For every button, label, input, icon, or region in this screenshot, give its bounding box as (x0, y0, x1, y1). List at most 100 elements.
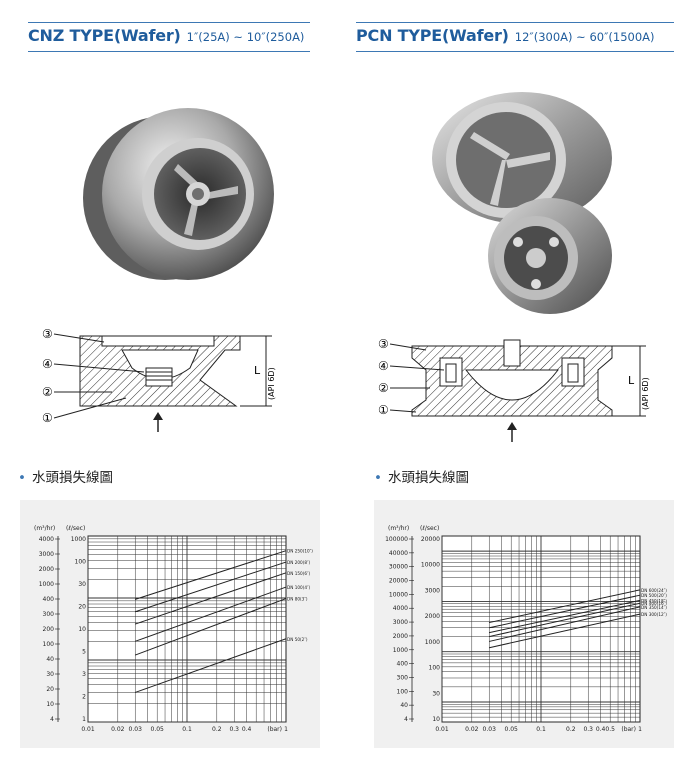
pcn-y-tick-left: 40 (400, 702, 408, 709)
cnz-cross-section-diagram: L (API 6D) ③ ④ ② ① (42, 327, 276, 432)
cnz-section-text: 水頭損失線圖 (31, 470, 113, 486)
pcn-series-line (489, 606, 641, 642)
cnz-x-tick: 0.2 (212, 726, 222, 733)
cnz-series-line (135, 561, 287, 613)
pcn-series-label: DN 400(16″) (641, 601, 667, 606)
cnz-y-tick-right: 30 (78, 581, 86, 588)
pcn-y-tick-right: 100 (429, 665, 441, 672)
pcn-y-tick-left: 20000 (389, 578, 408, 585)
pcn-series-line (489, 599, 641, 634)
pcn-x-tick: 0.2 (566, 726, 576, 733)
pcn-series-label: DN 300(12″) (641, 612, 667, 617)
cnz-series-label: DN 200(8″) (287, 560, 311, 565)
pcn-part-4: ④ (378, 359, 389, 373)
pcn-y-tick-left: 4000 (393, 605, 408, 612)
cnz-series-line (135, 572, 287, 625)
cnz-y-tick-left: 40 (46, 656, 54, 663)
pcn-y-tick-left: 1000 (393, 647, 408, 654)
pcn-x-tick: 1 (638, 726, 642, 733)
cnz-x-tick: 0.03 (129, 726, 143, 733)
cnz-series-label: DN 80(3″) (287, 597, 308, 602)
cnz-part-3: ③ (42, 327, 53, 341)
pcn-series-label: DN 500(20″) (641, 593, 667, 598)
cnz-x-tick: 0.3 (229, 726, 239, 733)
cnz-y-tick-right: 20 (78, 604, 86, 611)
pcn-part-1: ① (378, 403, 389, 417)
pcn-y-tick-left: 300 (397, 674, 409, 681)
cnz-size-range: 1″(25A) ~ 10″(250A) (186, 30, 305, 44)
cnz-column: CNZ TYPE(Wafer) 1″(25A) ~ 10″(250A) (0, 0, 340, 764)
cnz-series-line (135, 586, 287, 642)
cnz-y-tick-right: 100 (75, 559, 87, 566)
pcn-series-line (489, 589, 641, 624)
pcn-series-line (489, 594, 641, 629)
cnz-y-tick-left: 400 (43, 596, 55, 603)
pcn-y-tick-right: 20000 (421, 536, 440, 543)
pcn-y-tick-left: 4 (404, 716, 408, 723)
pcn-product-photo (432, 92, 612, 314)
cnz-series-label: DN 100(4″) (287, 585, 311, 590)
pcn-section-text: 水頭損失線圖 (387, 470, 469, 486)
cnz-dim-note: (API 6D) (267, 367, 276, 400)
cnz-y-tick-left: 20 (46, 686, 54, 693)
cnz-y-tick-left: 4000 (39, 536, 54, 543)
pcn-cross-section-diagram: L (API 6D) ③ ④ ② ① (378, 337, 650, 442)
pcn-x-tick: 0.02 (465, 726, 479, 733)
cnz-section-heading: •水頭損失線圖 (18, 466, 113, 486)
cnz-x-tick: 0.05 (151, 726, 165, 733)
pcn-x-tick: 0.03 (483, 726, 497, 733)
pcn-x-tick: 0.4 (596, 726, 606, 733)
pcn-section-heading: •水頭損失線圖 (374, 466, 469, 486)
pcn-y-tick-right: 10000 (421, 562, 440, 569)
pcn-dim-note: (API 6D) (641, 377, 650, 410)
cnz-series-line (135, 550, 287, 600)
cnz-x-tick: 1 (284, 726, 288, 733)
cnz-y-tick-left: 10 (46, 701, 54, 708)
cnz-part-1: ① (42, 411, 53, 425)
pcn-x-tick: 0.05 (505, 726, 519, 733)
pcn-y-tick-left: 10000 (389, 591, 408, 598)
cnz-y-unit-right: (ℓ/sec) (66, 525, 85, 532)
cnz-series-label: DN 150(6″) (287, 571, 311, 576)
pcn-size-range: 12″(300A) ~ 60″(1500A) (514, 30, 655, 44)
cnz-title: CNZ TYPE(Wafer) (28, 26, 181, 45)
pcn-y-tick-left: 100000 (385, 536, 408, 543)
pcn-part-2: ② (378, 381, 389, 395)
pcn-y-tick-left: 40000 (389, 550, 408, 557)
cnz-y-tick-right: 1 (82, 716, 86, 723)
cnz-part-4: ④ (42, 357, 53, 371)
cnz-title-bar: CNZ TYPE(Wafer) 1″(25A) ~ 10″(250A) (28, 22, 310, 52)
pcn-y-unit-right: (ℓ/sec) (420, 525, 439, 532)
pcn-x-tick: 0.01 (435, 726, 449, 733)
cnz-y-tick-right: 2 (82, 694, 86, 701)
cnz-x-tick: 0.02 (111, 726, 125, 733)
cnz-x-tick: 0.4 (242, 726, 252, 733)
cnz-x-tick: 0.01 (81, 726, 95, 733)
pcn-series-label: DN 350(14″) (641, 605, 667, 610)
cnz-y-tick-left: 200 (43, 626, 55, 633)
pcn-x-unit: (bar) (621, 726, 636, 733)
pcn-y-unit-left: (m³/hr) (388, 525, 409, 532)
cnz-dim-label: L (254, 364, 261, 377)
cnz-x-unit: (bar) (267, 726, 282, 733)
cnz-y-tick-left: 3000 (39, 551, 54, 558)
cnz-y-unit-left: (m³/hr) (34, 525, 55, 532)
pcn-y-tick-left: 2000 (393, 633, 408, 640)
pcn-y-tick-right: 30 (432, 690, 440, 697)
pcn-x-tick: 0.3 (583, 726, 593, 733)
cnz-y-tick-left: 100 (43, 641, 55, 648)
cnz-series-label: DN 50(2″) (287, 637, 308, 642)
cnz-y-tick-right: 5 (82, 649, 86, 656)
cnz-series-label: DN 250(10″) (287, 549, 313, 554)
cnz-y-tick-right: 10 (78, 626, 86, 633)
pcn-series-line (489, 613, 641, 649)
pcn-x-tick: 0.1 (536, 726, 546, 733)
cnz-y-tick-right: 3 (82, 671, 86, 678)
pcn-y-tick-left: 400 (397, 661, 409, 668)
pcn-series-label: DN 600(24″) (641, 588, 667, 593)
pcn-part-3: ③ (378, 337, 389, 351)
cnz-product-photo (83, 108, 274, 280)
